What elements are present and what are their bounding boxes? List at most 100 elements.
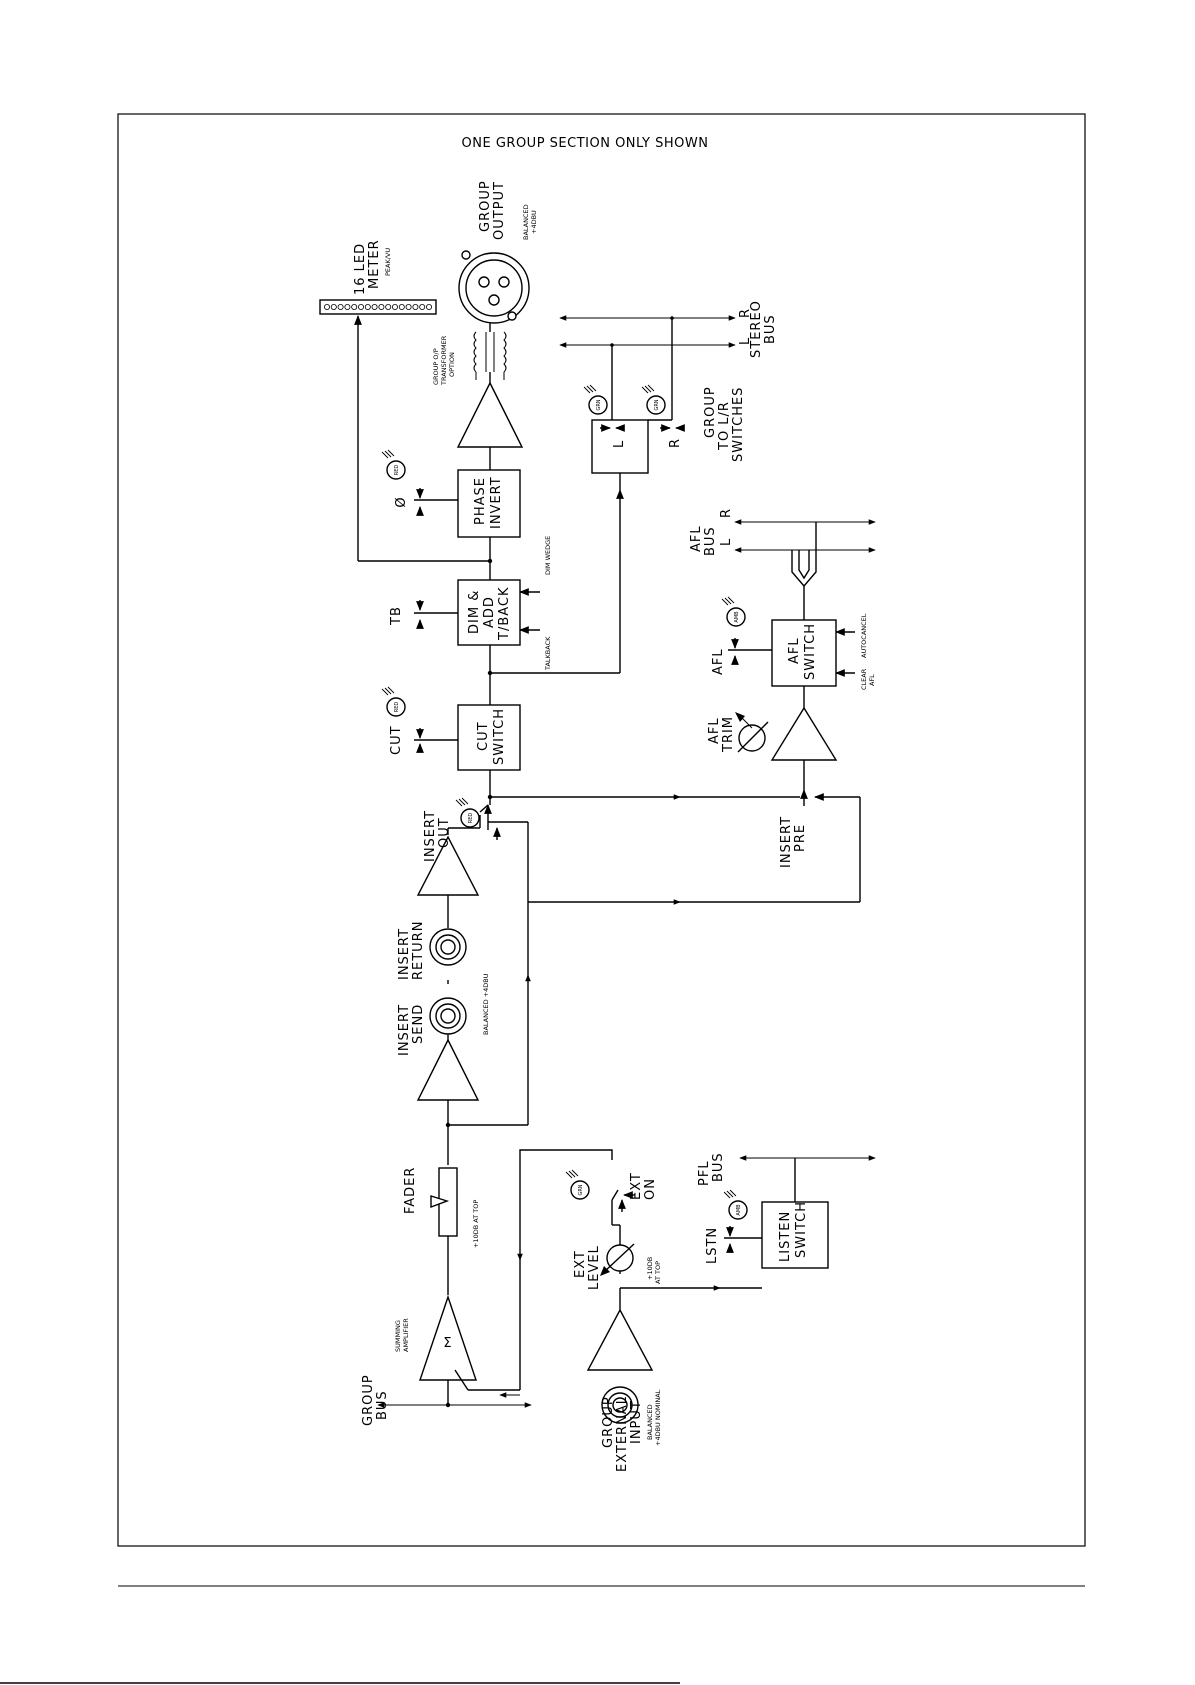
svg-text:BUS: BUS: [711, 1152, 726, 1182]
meter-led-segment: [337, 303, 344, 310]
phase-invert: PHASE INVERT Ø RED: [381, 449, 521, 538]
meter-led-segment: [371, 303, 378, 310]
insert-pre-branch: INSERT PRE: [490, 760, 861, 905]
svg-text:BUS: BUS: [375, 1390, 390, 1420]
led-meter: 16 LED METER PEAK/VU: [319, 239, 437, 315]
meter-led-segment: [351, 303, 358, 310]
svg-text:SWITCH: SWITCH: [803, 623, 818, 680]
svg-text:GROUP: GROUP: [601, 1396, 616, 1448]
svg-text:STEREO: STEREO: [749, 300, 764, 358]
svg-text:BALANCED +4DBU: BALANCED +4DBU: [482, 973, 490, 1035]
svg-text:RETURN: RETURN: [411, 921, 426, 980]
svg-text:BUS: BUS: [763, 314, 778, 344]
fader: FADER +10DB AT TOP: [403, 1167, 480, 1248]
svg-text:AFL: AFL: [787, 637, 802, 664]
svg-text:DIM &: DIM &: [467, 590, 482, 634]
svg-text:PEAK/VU: PEAK/VU: [384, 248, 392, 276]
svg-text:EXTERNAL: EXTERNAL: [615, 1396, 630, 1472]
svg-text:TRANSFORMER: TRANSFORMER: [440, 335, 448, 386]
svg-text:AMB: AMB: [736, 1204, 742, 1216]
afl-bus: R L AFL BUS: [689, 508, 876, 620]
svg-text:INSERT: INSERT: [397, 928, 412, 980]
fader-label: FADER: [403, 1167, 418, 1214]
svg-text:SEND: SEND: [411, 1004, 426, 1044]
svg-text:AT TOP: AT TOP: [654, 1261, 662, 1284]
summing-amplifier: Σ SUMMING AMPLIFIER: [394, 1149, 613, 1398]
svg-text:INPUT: INPUT: [629, 1400, 644, 1444]
svg-text:CUT: CUT: [476, 721, 491, 751]
svg-text:SWITCH: SWITCH: [794, 1201, 809, 1258]
svg-text:INSERT: INSERT: [779, 816, 794, 868]
insert-return-jack: INSERT RETURN: [397, 921, 467, 980]
svg-text:AFL: AFL: [689, 525, 704, 552]
svg-text:PFL: PFL: [697, 1160, 712, 1186]
insert-send-amp: [416, 1038, 480, 1101]
svg-text:ON: ON: [643, 1178, 658, 1200]
svg-text:INSERT: INSERT: [423, 810, 438, 862]
svg-text:INVERT: INVERT: [489, 476, 504, 529]
meter-led-segment: [330, 303, 337, 310]
svg-text:LSTN: LSTN: [705, 1227, 720, 1264]
svg-text:TO L/R: TO L/R: [717, 401, 732, 451]
svg-text:TRIM: TRIM: [721, 716, 736, 753]
meter-led-segment: [398, 303, 405, 310]
svg-text:EXT: EXT: [629, 1172, 644, 1200]
svg-text:GROUP: GROUP: [361, 1374, 376, 1426]
svg-text:BALANCED: BALANCED: [522, 204, 530, 240]
meter-led-segment: [385, 303, 392, 310]
meter-led-segment: [364, 303, 371, 310]
svg-text:LEVEL: LEVEL: [587, 1245, 602, 1290]
svg-text:BALANCED: BALANCED: [646, 1404, 654, 1440]
meter-led-segment: [405, 303, 412, 310]
svg-text:OPTION: OPTION: [448, 352, 456, 377]
meter-led-segment: [323, 303, 330, 310]
svg-text:AUTOCANCEL: AUTOCANCEL: [860, 613, 868, 658]
insert-send-jack: INSERT SEND BALANCED +4DBU: [397, 973, 490, 1056]
svg-text:+4DBU NOMINAL: +4DBU NOMINAL: [654, 1389, 662, 1446]
svg-text:CUT: CUT: [389, 725, 404, 755]
svg-text:DIM WEDGE: DIM WEDGE: [544, 536, 552, 575]
svg-text:R: R: [719, 508, 734, 518]
svg-text:T/BACK: T/BACK: [497, 586, 512, 641]
stereo-bus: R L STEREO BUS: [559, 300, 778, 358]
svg-text:METER: METER: [367, 239, 382, 289]
svg-text:R: R: [738, 308, 753, 318]
afl-switch: AFL SWITCH AFL AMB AUTOCANCEL CLEAR AFL: [711, 596, 876, 690]
svg-text:EXT: EXT: [573, 1250, 588, 1278]
svg-text:TALKBACK: TALKBACK: [544, 636, 552, 671]
output-transformer: GROUP O/P TRANSFORMER OPTION: [432, 331, 507, 386]
page-frame: [117, 113, 1086, 1547]
svg-text:GROUP O/P: GROUP O/P: [432, 348, 440, 385]
meter-led-segment: [391, 303, 398, 310]
meter-led-segment: [357, 303, 364, 310]
afl-trim-amp: AFL TRIM: [707, 686, 838, 761]
insert-out-switch: INSERT OUT RED: [423, 797, 501, 862]
svg-text:BUS: BUS: [703, 526, 718, 556]
svg-text:GROUP: GROUP: [478, 180, 493, 232]
summing-amp-label-1: SUMMING: [394, 1320, 402, 1352]
fader-note: +10DB AT TOP: [472, 1200, 480, 1248]
svg-text:16 LED: 16 LED: [353, 243, 368, 295]
svg-text:GROUP: GROUP: [703, 386, 718, 438]
svg-text:AMB: AMB: [734, 611, 740, 623]
svg-text:AFL: AFL: [707, 717, 722, 744]
svg-text:L: L: [612, 440, 627, 448]
cut-switch: CUT SWITCH CUT RED: [381, 686, 521, 771]
svg-text:GRN: GRN: [654, 399, 660, 410]
svg-text:AFL: AFL: [868, 674, 876, 686]
svg-text:LISTEN: LISTEN: [778, 1211, 793, 1262]
meter-led-segment: [425, 303, 432, 310]
group-bus-label: GROUP BUS: [361, 1374, 390, 1426]
phase-symbol: Ø: [394, 496, 409, 507]
group-output-xlr: GROUP OUTPUT BALANCED +4DBU: [458, 180, 538, 324]
svg-text:+4DBU: +4DBU: [530, 210, 538, 234]
listen-switch: LISTEN SWITCH LSTN AMB: [705, 1189, 829, 1269]
diagram-title: ONE GROUP SECTION ONLY SHOWN: [462, 136, 709, 151]
group-lr-switches: L R GRN GRN GROUP TO L/R SWITCHES: [583, 316, 746, 474]
dim-add-talkback: DIM & ADD T/BACK TB TALKBACK DIM WEDGE: [389, 473, 624, 674]
svg-text:L: L: [738, 337, 753, 345]
svg-text:SWITCH: SWITCH: [492, 708, 507, 765]
svg-text:PHASE: PHASE: [473, 477, 488, 525]
external-input-path: GRN EXT ON EXT LEVEL +10DB AT TOP GROUP …: [565, 1169, 762, 1472]
